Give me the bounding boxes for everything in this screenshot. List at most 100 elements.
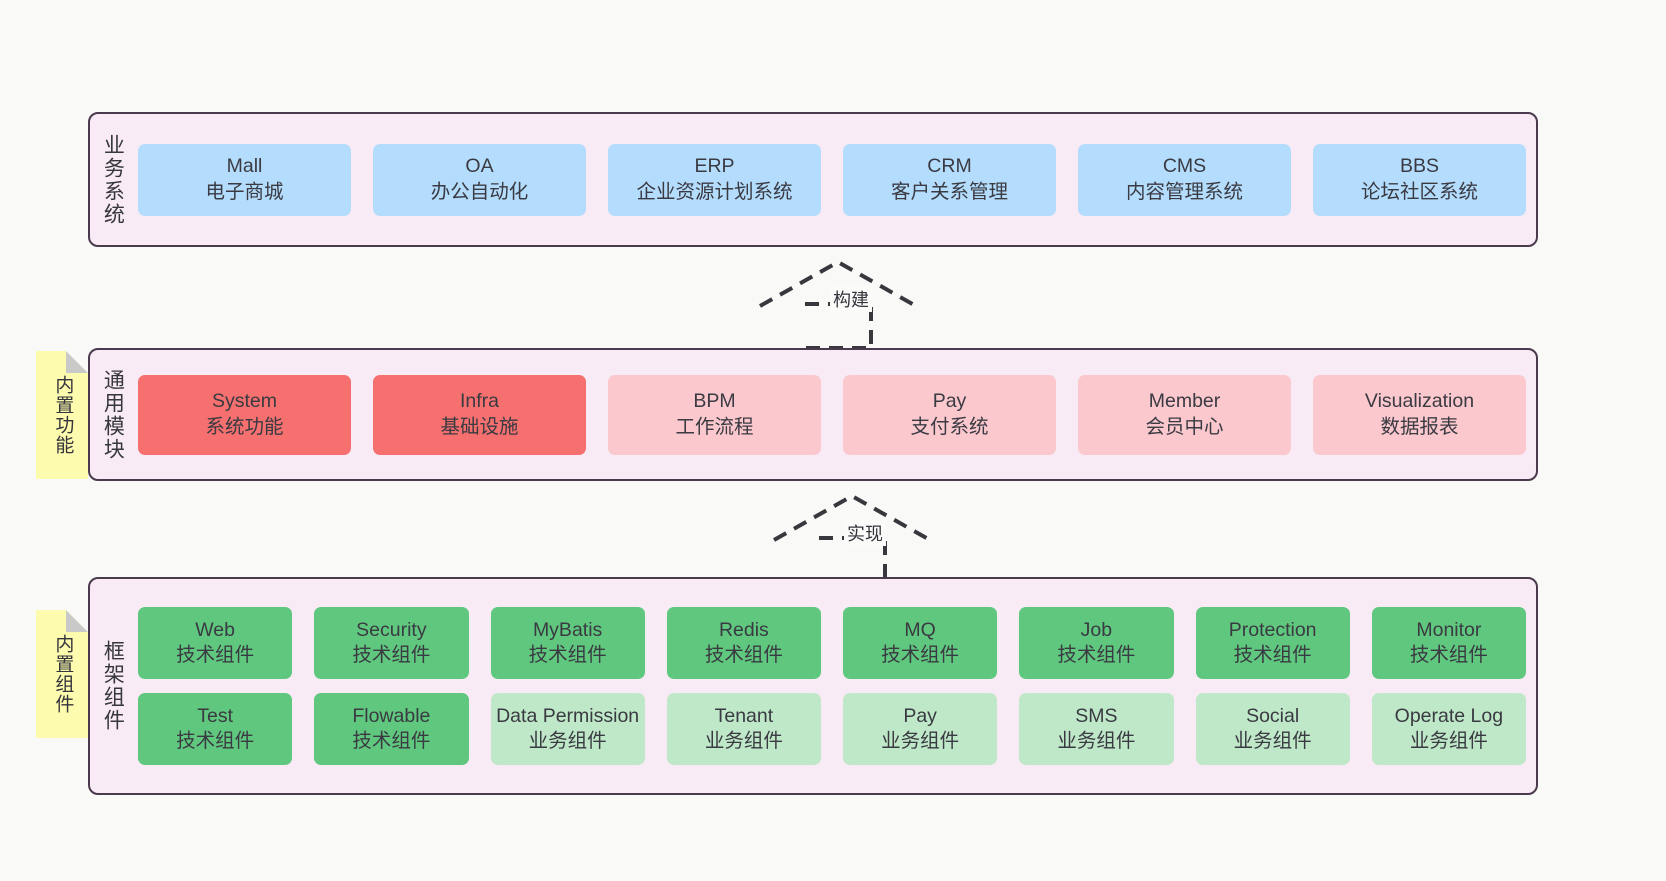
card-title-cn: 业务组件 xyxy=(1233,730,1312,752)
module-card-bpm[interactable]: BPM 工作流程 xyxy=(608,374,821,455)
card-title-cn: 技术组件 xyxy=(881,644,960,666)
business-row: Mall 电子商城 OA 办公自动化 ERP 企业资源计划系统 CRM 客户关系… xyxy=(138,143,1526,216)
framework-tech-row: Web 技术组件 Security 技术组件 MyBatis 技术组件 Redi… xyxy=(138,607,1526,679)
card-title-en: Member xyxy=(1148,390,1221,413)
card-title-en: System xyxy=(211,390,277,413)
card-title-cn: 业务组件 xyxy=(881,730,960,752)
card-title-cn: 技术组件 xyxy=(176,730,255,752)
layer-common-modules: 通用模块 System 系统功能 Infra 基础设施 BPM 工作流程 Pay… xyxy=(88,348,1538,481)
layer-framework-title: 框架组件 xyxy=(101,640,125,732)
card-title-en: Test xyxy=(197,704,233,727)
card-title-cn: 技术组件 xyxy=(704,644,783,666)
component-card-test[interactable]: Test 技术组件 xyxy=(138,693,293,765)
module-card-infra[interactable]: Infra 基础设施 xyxy=(373,374,586,455)
card-title-en: BPM xyxy=(693,390,736,413)
card-title-cn: 企业资源计划系统 xyxy=(636,180,793,203)
component-card-sms[interactable]: SMS 业务组件 xyxy=(1019,693,1174,765)
framework-business-row: Test 技术组件 Flowable 技术组件 Data Permission … xyxy=(138,693,1526,765)
connector-implement: 实现 xyxy=(772,492,932,584)
module-card-mall[interactable]: Mall 电子商城 xyxy=(138,143,351,216)
component-card-tenant[interactable]: Tenant 业务组件 xyxy=(666,693,821,765)
layer-common-body: System 系统功能 Infra 基础设施 BPM 工作流程 Pay 支付系统… xyxy=(134,350,1536,479)
card-title-cn: 技术组件 xyxy=(352,730,431,752)
layer-framework-components: 框架组件 Web 技术组件 Security 技术组件 MyBatis 技术组件… xyxy=(88,577,1538,795)
module-card-erp[interactable]: ERP 企业资源计划系统 xyxy=(608,143,821,216)
module-card-member[interactable]: Member 会员中心 xyxy=(1078,374,1291,455)
layer-framework-body: Web 技术组件 Security 技术组件 MyBatis 技术组件 Redi… xyxy=(134,579,1536,793)
card-title-cn: 业务组件 xyxy=(1409,730,1488,752)
layer-business-systems: 业务系统 Mall 电子商城 OA 办公自动化 ERP 企业资源计划系统 CRM… xyxy=(88,112,1538,247)
card-title-cn: 业务组件 xyxy=(528,730,607,752)
card-title-cn: 基础设施 xyxy=(440,415,519,438)
module-card-crm[interactable]: CRM 客户关系管理 xyxy=(843,143,1056,216)
card-title-cn: 工作流程 xyxy=(675,415,754,438)
component-card-social[interactable]: Social 业务组件 xyxy=(1195,693,1350,765)
card-title-en: Security xyxy=(356,618,427,641)
card-title-en: Job xyxy=(1080,618,1113,641)
connector-build-label: 构建 xyxy=(830,286,872,312)
note-builtin-component-label: 内置组件 xyxy=(52,634,74,714)
card-title-cn: 技术组件 xyxy=(1233,644,1312,666)
card-title-cn: 技术组件 xyxy=(1057,644,1136,666)
module-card-bbs[interactable]: BBS 论坛社区系统 xyxy=(1313,143,1526,216)
card-title-en: CRM xyxy=(927,155,972,178)
card-title-cn: 支付系统 xyxy=(910,415,989,438)
card-title-en: Data Permission xyxy=(496,704,640,727)
card-title-cn: 技术组件 xyxy=(352,644,431,666)
card-title-en: Protection xyxy=(1228,618,1317,641)
card-title-cn: 会员中心 xyxy=(1145,415,1224,438)
card-title-cn: 电子商城 xyxy=(205,180,284,203)
connector-build: 构建 xyxy=(758,258,918,350)
card-title-en: Monitor xyxy=(1416,618,1482,641)
card-title-cn: 数据报表 xyxy=(1380,415,1459,438)
component-card-pay[interactable]: Pay 业务组件 xyxy=(843,693,998,765)
card-title-en: Social xyxy=(1246,704,1300,727)
component-card-web[interactable]: Web 技术组件 xyxy=(138,607,293,679)
module-card-cms[interactable]: CMS 内容管理系统 xyxy=(1078,143,1291,216)
note-builtin-function: 内置功能 xyxy=(36,351,88,479)
component-card-operate-log[interactable]: Operate Log 业务组件 xyxy=(1371,693,1526,765)
card-title-cn: 业务组件 xyxy=(704,730,783,752)
card-title-en: SMS xyxy=(1075,704,1118,727)
component-card-mq[interactable]: MQ 技术组件 xyxy=(843,607,998,679)
card-title-en: ERP xyxy=(694,155,735,178)
card-title-cn: 系统功能 xyxy=(205,415,284,438)
component-card-flowable[interactable]: Flowable 技术组件 xyxy=(314,693,469,765)
card-title-cn: 论坛社区系统 xyxy=(1360,180,1478,203)
card-title-cn: 技术组件 xyxy=(176,644,255,666)
card-title-en: CMS xyxy=(1162,155,1207,178)
component-card-protection[interactable]: Protection 技术组件 xyxy=(1195,607,1350,679)
card-title-en: Web xyxy=(195,618,235,641)
common-row: System 系统功能 Infra 基础设施 BPM 工作流程 Pay 支付系统… xyxy=(138,374,1526,455)
card-title-en: Operate Log xyxy=(1394,704,1504,727)
card-title-en: Redis xyxy=(718,618,769,641)
card-title-cn: 办公自动化 xyxy=(430,180,529,203)
card-title-cn: 业务组件 xyxy=(1057,730,1136,752)
card-title-en: Mall xyxy=(226,155,263,178)
module-card-pay[interactable]: Pay 支付系统 xyxy=(843,374,1056,455)
layer-common-title: 通用模块 xyxy=(101,368,125,461)
component-card-monitor[interactable]: Monitor 技术组件 xyxy=(1371,607,1526,679)
card-title-en: BBS xyxy=(1399,155,1440,178)
card-title-en: MQ xyxy=(904,618,936,641)
card-title-cn: 内容管理系统 xyxy=(1125,180,1243,203)
card-title-en: OA xyxy=(465,155,494,178)
module-card-oa[interactable]: OA 办公自动化 xyxy=(373,143,586,216)
card-title-en: Pay xyxy=(932,390,967,413)
module-card-visualization[interactable]: Visualization 数据报表 xyxy=(1313,374,1526,455)
component-card-security[interactable]: Security 技术组件 xyxy=(314,607,469,679)
note-builtin-function-label: 内置功能 xyxy=(52,375,74,455)
connector-implement-label: 实现 xyxy=(844,520,886,546)
component-card-redis[interactable]: Redis 技术组件 xyxy=(666,607,821,679)
card-title-en: Flowable xyxy=(352,704,431,727)
card-title-en: Infra xyxy=(459,390,500,413)
layer-business-body: Mall 电子商城 OA 办公自动化 ERP 企业资源计划系统 CRM 客户关系… xyxy=(134,114,1536,245)
component-card-mybatis[interactable]: MyBatis 技术组件 xyxy=(490,607,645,679)
card-title-cn: 技术组件 xyxy=(528,644,607,666)
module-card-system[interactable]: System 系统功能 xyxy=(138,374,351,455)
card-title-en: Visualization xyxy=(1364,390,1475,413)
layer-business-title: 业务系统 xyxy=(101,133,125,226)
component-card-data-permission[interactable]: Data Permission 业务组件 xyxy=(490,693,645,765)
component-card-job[interactable]: Job 技术组件 xyxy=(1019,607,1174,679)
card-title-cn: 客户关系管理 xyxy=(890,180,1008,203)
